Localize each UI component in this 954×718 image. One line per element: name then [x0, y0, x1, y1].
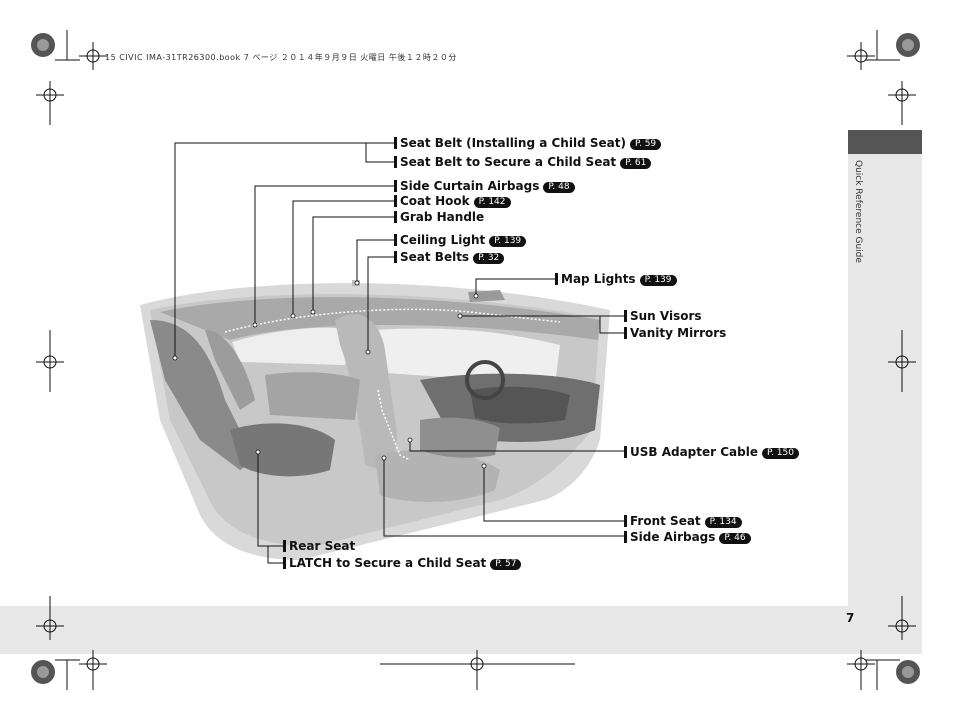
print-header: 15 CIVIC IMA-31TR26300.book 7 ページ ２０１４年９…: [105, 53, 457, 62]
page-ref-badge[interactable]: P. 142: [473, 197, 511, 208]
side-tab-strip: [848, 154, 922, 606]
registration-targets: [31, 33, 920, 684]
page-ref-badge[interactable]: P. 139: [489, 236, 527, 247]
page-ref-badge[interactable]: P. 134: [704, 517, 742, 528]
page-ref-badge[interactable]: P. 46: [719, 533, 751, 544]
callout-rear-seat: Rear Seat: [283, 539, 355, 553]
callout-grab-handle: Grab Handle: [394, 210, 484, 224]
page-ref-badge[interactable]: P. 32: [473, 253, 505, 264]
callout-sun-visors: Sun Visors: [624, 309, 702, 323]
side-tab-marker: [848, 130, 922, 154]
callout-vanity-mirrors: Vanity Mirrors: [624, 326, 726, 340]
page-ref-badge[interactable]: P. 59: [629, 139, 662, 150]
callout-seat-belt-installing-child-seat: Seat Belt (Installing a Child Seat)P. 59: [394, 136, 662, 150]
page-ref-badge[interactable]: P. 61: [620, 158, 652, 169]
footer-band: [0, 606, 922, 654]
crop-marks: [36, 30, 916, 690]
page-ref-badge[interactable]: P. 139: [639, 275, 677, 286]
page-ref-badge[interactable]: P. 48: [543, 182, 575, 193]
side-tab-label: Quick Reference Guide: [853, 160, 863, 263]
page-ref-badge[interactable]: P. 57: [490, 559, 522, 570]
page-number: 7: [846, 611, 855, 625]
page-ref-badge[interactable]: P. 150: [762, 448, 799, 459]
